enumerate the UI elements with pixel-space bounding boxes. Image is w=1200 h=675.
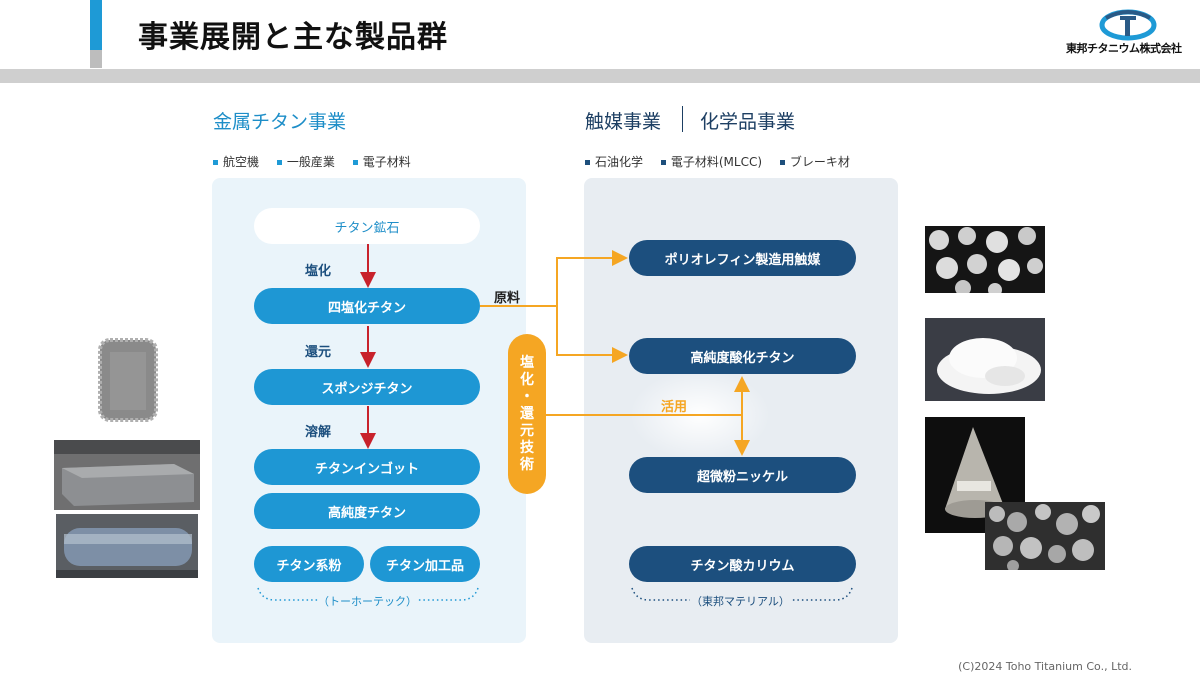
node-sponge-titanium: スポンジチタン (254, 369, 480, 405)
copyright: (C)2024 Toho Titanium Co., Ltd. (958, 660, 1132, 673)
node-titanium-fabricated: チタン加工品 (370, 546, 480, 582)
step-melting: 溶解 (305, 425, 332, 440)
cylinder-ingot-photo (56, 514, 198, 578)
subsidiary-toho-material: （東邦マテリアル） (691, 595, 790, 608)
label-raw-material: 原料 (494, 291, 521, 306)
tag-mlcc: 電子材料(MLCC) (661, 153, 762, 170)
node-potassium-titanate: チタン酸カリウム (629, 546, 856, 582)
metal-section-title: 金属チタン事業 (213, 111, 347, 133)
node-titanium-ore: チタン鉱石 (254, 208, 480, 244)
header-divider (0, 69, 1200, 83)
nickel-sem-photo (985, 502, 1105, 570)
step-chlorination: 塩化 (305, 264, 332, 279)
tag-brake: ブレーキ材 (780, 153, 850, 170)
page-title: 事業展開と主な製品群 (138, 20, 448, 55)
node-polyolefin-catalyst: ポリオレフィン製造用触媒 (629, 240, 856, 276)
tag-general-industry: 一般産業 (277, 153, 335, 170)
subsidiary-tohotec: （トーホーテック） (318, 595, 417, 608)
technology-pill: 塩 化 ・ 還 元 技 術 (508, 334, 546, 494)
sponge-titanium-photo (98, 338, 158, 422)
white-powder-photo (925, 318, 1045, 401)
node-high-purity-tio2: 高純度酸化チタン (629, 338, 856, 374)
catalyst-section-title: 触媒事業 (585, 111, 662, 133)
node-titanium-tetrachloride: 四塩化チタン (254, 288, 480, 324)
accent-bar-gray (90, 50, 102, 68)
tag-aircraft: 航空機 (213, 153, 259, 170)
catalyst-particles-photo (925, 226, 1045, 293)
node-titanium-ingot: チタンインゴット (254, 449, 480, 485)
step-reduction: 還元 (305, 345, 332, 360)
metal-tags: 航空機 一般産業 電子材料 (213, 153, 425, 170)
node-titanium-powder: チタン系粉 (254, 546, 364, 582)
company-logo (1062, 8, 1192, 58)
arrow-to-catalyst (480, 250, 628, 307)
tag-petrochemical: 石油化学 (585, 153, 643, 170)
tag-electronic-materials: 電子材料 (353, 153, 411, 170)
chemical-section-title: 化学品事業 (700, 111, 796, 133)
arrow-to-tio2 (556, 306, 628, 363)
node-ultrafine-nickel: 超微粉ニッケル (629, 457, 856, 493)
label-utilize: 活用 (661, 400, 688, 415)
ingot-photo (54, 440, 200, 510)
section-separator (682, 106, 683, 132)
company-name: 東邦チタニウム株式会社 (1066, 42, 1182, 55)
chemical-tags: 石油化学 電子材料(MLCC) ブレーキ材 (585, 153, 864, 170)
node-high-purity-titanium: 高純度チタン (254, 493, 480, 529)
